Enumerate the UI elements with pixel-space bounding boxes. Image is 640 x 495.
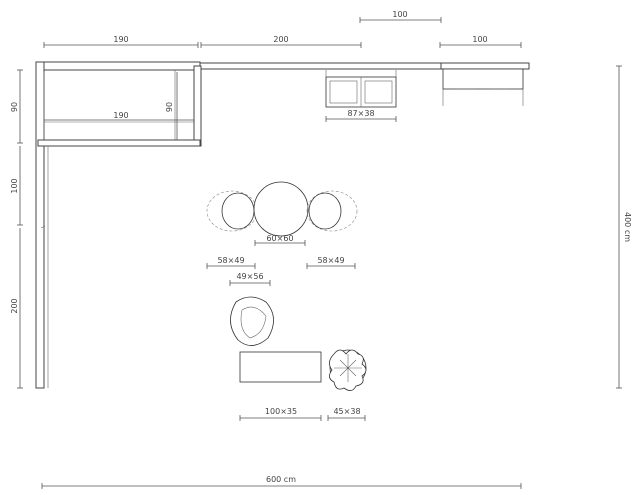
dim-chair-right: 58×49 — [317, 256, 344, 265]
counter-right — [442, 68, 524, 106]
dim-cabinet: 87×38 — [347, 109, 374, 118]
dim-bottom: 600 cm — [266, 475, 296, 484]
armchair — [230, 296, 274, 346]
dim-top-2: 200 — [273, 35, 288, 44]
table — [253, 181, 309, 237]
dining-set — [206, 181, 358, 237]
dim-top-1: 190 — [113, 35, 128, 44]
dim-plant: 45×38 — [333, 407, 360, 416]
dim-chair-left: 58×49 — [217, 256, 244, 265]
dim-bench: 100×35 — [265, 407, 297, 416]
wall-top-left — [37, 61, 201, 71]
cabinet — [325, 70, 397, 108]
chair-left — [221, 192, 255, 230]
wall-inner-bottom — [37, 139, 201, 147]
dim-right: 400 cm — [623, 212, 632, 242]
bench — [239, 351, 322, 383]
dim-inner-width: 190 — [113, 111, 128, 120]
dim-armchair: 49×56 — [236, 272, 263, 281]
dim-top-extra: 100 — [392, 10, 407, 19]
plant — [329, 349, 367, 391]
chair-right — [308, 192, 342, 230]
dimension-lines — [17, 17, 622, 489]
wall-inner-right — [193, 65, 202, 147]
dim-left-3: 200 — [10, 298, 19, 313]
dim-left-2: 100 — [10, 178, 19, 193]
dim-left-1: 90 — [10, 102, 19, 112]
wall-top-middle — [199, 62, 446, 70]
dim-inner-height: 90 — [165, 102, 174, 112]
dim-table: 60×60 — [266, 234, 293, 243]
walls — [35, 61, 530, 389]
dimension-labels: 100 190 200 100 190 90 90 100 200 400 cm… — [10, 10, 632, 484]
dim-top-3: 100 — [472, 35, 487, 44]
